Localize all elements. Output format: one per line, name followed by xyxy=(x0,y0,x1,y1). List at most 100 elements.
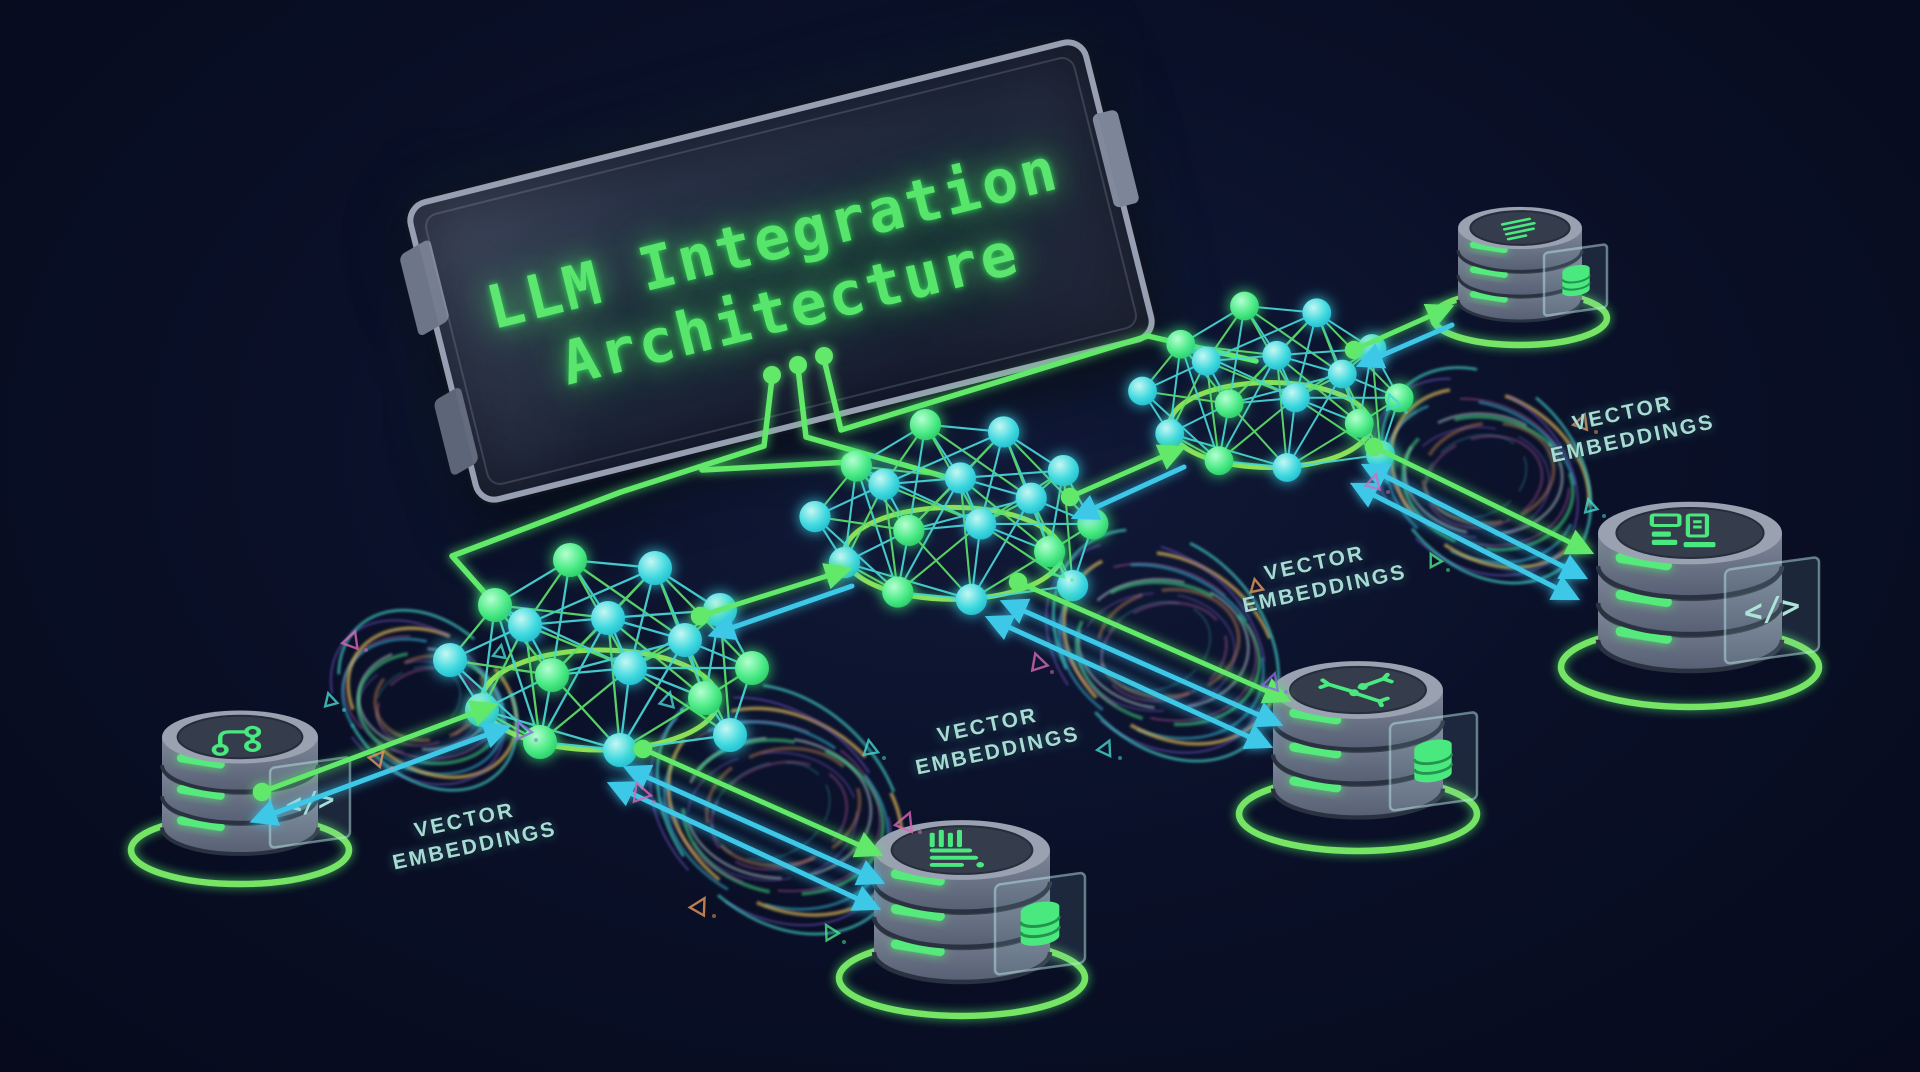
speck xyxy=(1594,430,1598,434)
speck xyxy=(652,800,656,804)
neural-node xyxy=(735,651,769,685)
speck xyxy=(1602,514,1606,518)
flow-arrow-cyan xyxy=(249,722,512,826)
text-lines-icon xyxy=(929,829,985,868)
flow-arrow-cyan xyxy=(606,781,882,911)
neural-node xyxy=(868,468,900,500)
speck xyxy=(1070,578,1074,582)
confetti-triangle xyxy=(657,689,676,709)
neural-node xyxy=(638,551,672,585)
neural-node xyxy=(508,608,542,642)
database-bottom-center xyxy=(835,820,1089,1020)
db-stripe xyxy=(1289,776,1342,793)
confetti-triangle xyxy=(1249,576,1266,594)
speck xyxy=(1268,594,1272,598)
confetti-triangle xyxy=(323,690,340,709)
neural-node xyxy=(965,508,997,540)
confetti xyxy=(323,392,1606,944)
speck xyxy=(712,914,716,918)
neural-node xyxy=(1204,446,1234,476)
confetti-triangle xyxy=(892,810,914,834)
database-icon xyxy=(1412,739,1454,783)
flow-arrows xyxy=(249,303,1595,911)
confetti-triangle xyxy=(1047,559,1066,579)
db-stripe xyxy=(1469,241,1508,254)
trace-node-dot xyxy=(763,366,781,384)
confetti-triangle xyxy=(339,629,359,651)
confetti-triangle xyxy=(1260,671,1280,693)
speck xyxy=(842,940,846,944)
code-icon: </> xyxy=(1744,588,1800,632)
confetti-triangle xyxy=(1571,412,1589,432)
flow-arrow-cyan xyxy=(1355,322,1455,369)
glass-panel xyxy=(993,871,1087,976)
db-stripe xyxy=(176,816,225,832)
glass-panel: </> xyxy=(1723,556,1821,665)
neural-node xyxy=(1281,383,1310,413)
db-stripe xyxy=(890,904,945,921)
db-stripe xyxy=(1469,266,1508,278)
neural-node xyxy=(688,681,722,715)
flow-arrow-cyan xyxy=(984,615,1274,749)
neural-node xyxy=(840,450,873,482)
flow-arrow-green xyxy=(690,563,853,626)
neural-node xyxy=(1272,453,1302,482)
neural-node xyxy=(1155,419,1185,448)
confetti-triangle xyxy=(1030,651,1050,673)
neural-node xyxy=(613,651,647,685)
database-mid-right xyxy=(1235,661,1481,855)
database-far-right: </> xyxy=(1557,501,1823,711)
neural-node xyxy=(1015,482,1047,514)
db-stripe xyxy=(176,753,225,769)
neural-node xyxy=(1034,535,1066,568)
db-stripe xyxy=(1615,626,1672,644)
neural-node xyxy=(535,658,569,692)
neural-node xyxy=(1214,389,1244,419)
speck xyxy=(1050,670,1054,674)
confetti-triangle xyxy=(490,642,508,660)
speck xyxy=(342,708,346,712)
neural-node xyxy=(1384,383,1414,413)
trace-node-dot xyxy=(789,356,807,374)
db-stripe xyxy=(1469,290,1508,303)
speck xyxy=(882,756,886,760)
confetti-triangle xyxy=(1429,551,1445,570)
speck xyxy=(534,738,538,742)
speck xyxy=(918,830,922,834)
layout-blocks-icon xyxy=(1649,513,1716,548)
share-network-icon xyxy=(1318,672,1394,708)
flow-arrow-green xyxy=(1060,444,1187,507)
database-icon xyxy=(1561,264,1591,297)
neural-node xyxy=(1057,570,1089,602)
speck xyxy=(1284,690,1288,694)
flow-arrow-cyan xyxy=(707,583,855,641)
confetti-triangle xyxy=(516,719,535,742)
neural-node xyxy=(909,409,942,441)
confetti-triangle xyxy=(632,780,654,804)
confetti-triangle xyxy=(1094,738,1112,759)
neural-node xyxy=(799,500,831,533)
db-stripe xyxy=(890,868,945,886)
circuit-trace xyxy=(699,459,853,473)
speck xyxy=(364,648,368,652)
speck xyxy=(1404,410,1408,414)
speck xyxy=(1446,568,1450,572)
db-stripe xyxy=(1289,742,1342,759)
neural-node xyxy=(1262,340,1292,370)
glass-panel xyxy=(1388,711,1479,812)
glow-ring xyxy=(1167,380,1373,470)
neural-node xyxy=(944,462,976,494)
neural-node xyxy=(893,514,925,547)
neural-node xyxy=(1327,359,1357,389)
confetti-triangle xyxy=(366,749,385,770)
flow-arrow-cyan xyxy=(1070,464,1187,520)
neural-network-right xyxy=(1128,291,1414,482)
db-stripe xyxy=(1615,589,1672,608)
confetti-triangle xyxy=(1583,496,1600,515)
neural-node xyxy=(1166,329,1196,359)
db-stripe xyxy=(1289,708,1342,725)
flow-arrow-cyan xyxy=(1349,482,1581,601)
db-stripe xyxy=(176,785,225,800)
neural-node xyxy=(591,601,625,635)
